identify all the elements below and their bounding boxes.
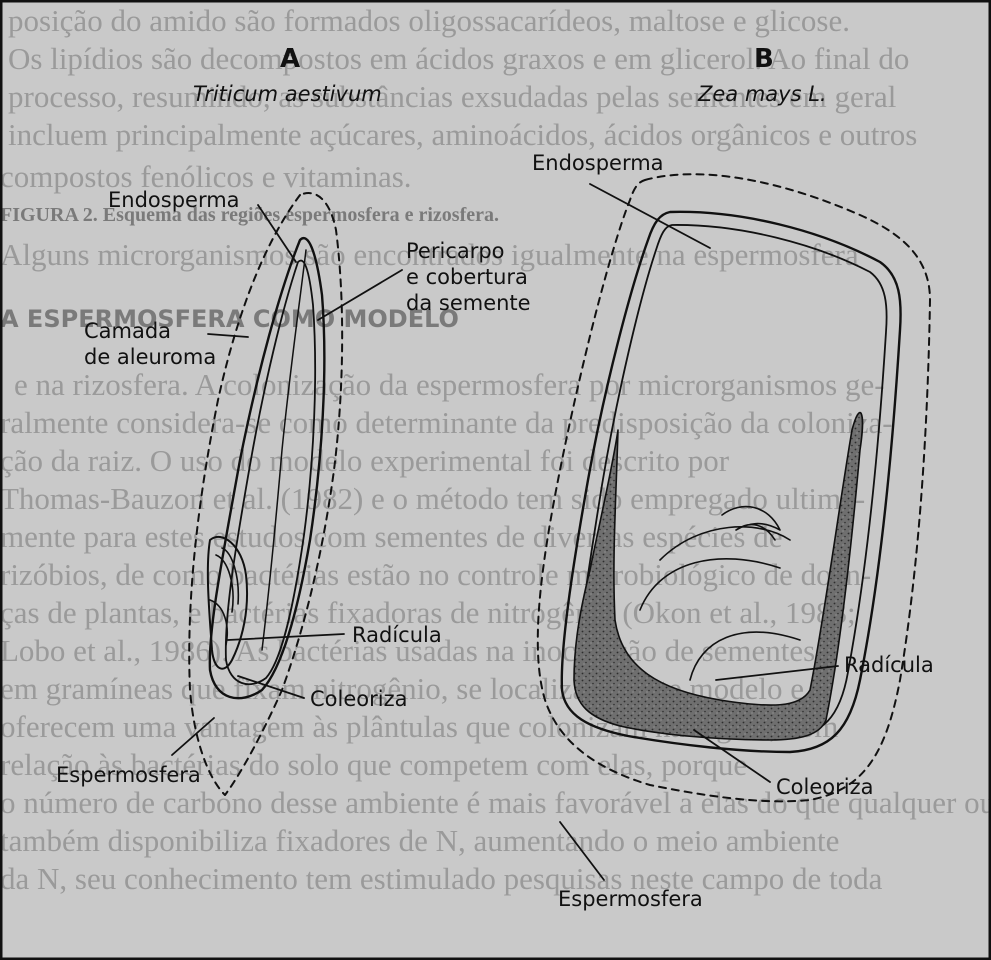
aleuroma-label: Camada de aleuroma <box>84 318 216 370</box>
pericarpo-label: Pericarpo e cobertura da semente <box>406 238 531 316</box>
panel-a-letter: A <box>280 44 300 74</box>
espermosfera-a-label: Espermosfera <box>56 762 201 788</box>
radicula-b-label: Radícula <box>844 652 934 678</box>
espermosfera-a-leader <box>172 718 214 755</box>
maize-embryo <box>640 527 800 680</box>
espermosfera-b-label: Espermosfera <box>558 886 703 912</box>
endosperma-b-label: Endosperma <box>532 150 664 176</box>
wheat-embryo <box>208 537 247 669</box>
panel-a-species: Triticum aestivum <box>193 82 382 106</box>
coleoriza-a-label: Coleoriza <box>310 686 407 712</box>
endosperma-a-label: Endosperma <box>108 187 240 213</box>
panel-b-species: Zea mays L. <box>698 82 827 106</box>
radicula-a-label: Radícula <box>352 622 442 648</box>
panel-b-letter: B <box>754 44 774 74</box>
maize-plumule <box>722 507 780 540</box>
coleoriza-b-label: Coleoriza <box>776 774 873 800</box>
pericarpo-leader <box>318 270 402 320</box>
maize-germ <box>574 413 862 740</box>
espermosfera-b-leader <box>560 822 604 880</box>
endosperma-a-leader <box>258 205 296 262</box>
endosperma-b-leader <box>590 184 710 248</box>
